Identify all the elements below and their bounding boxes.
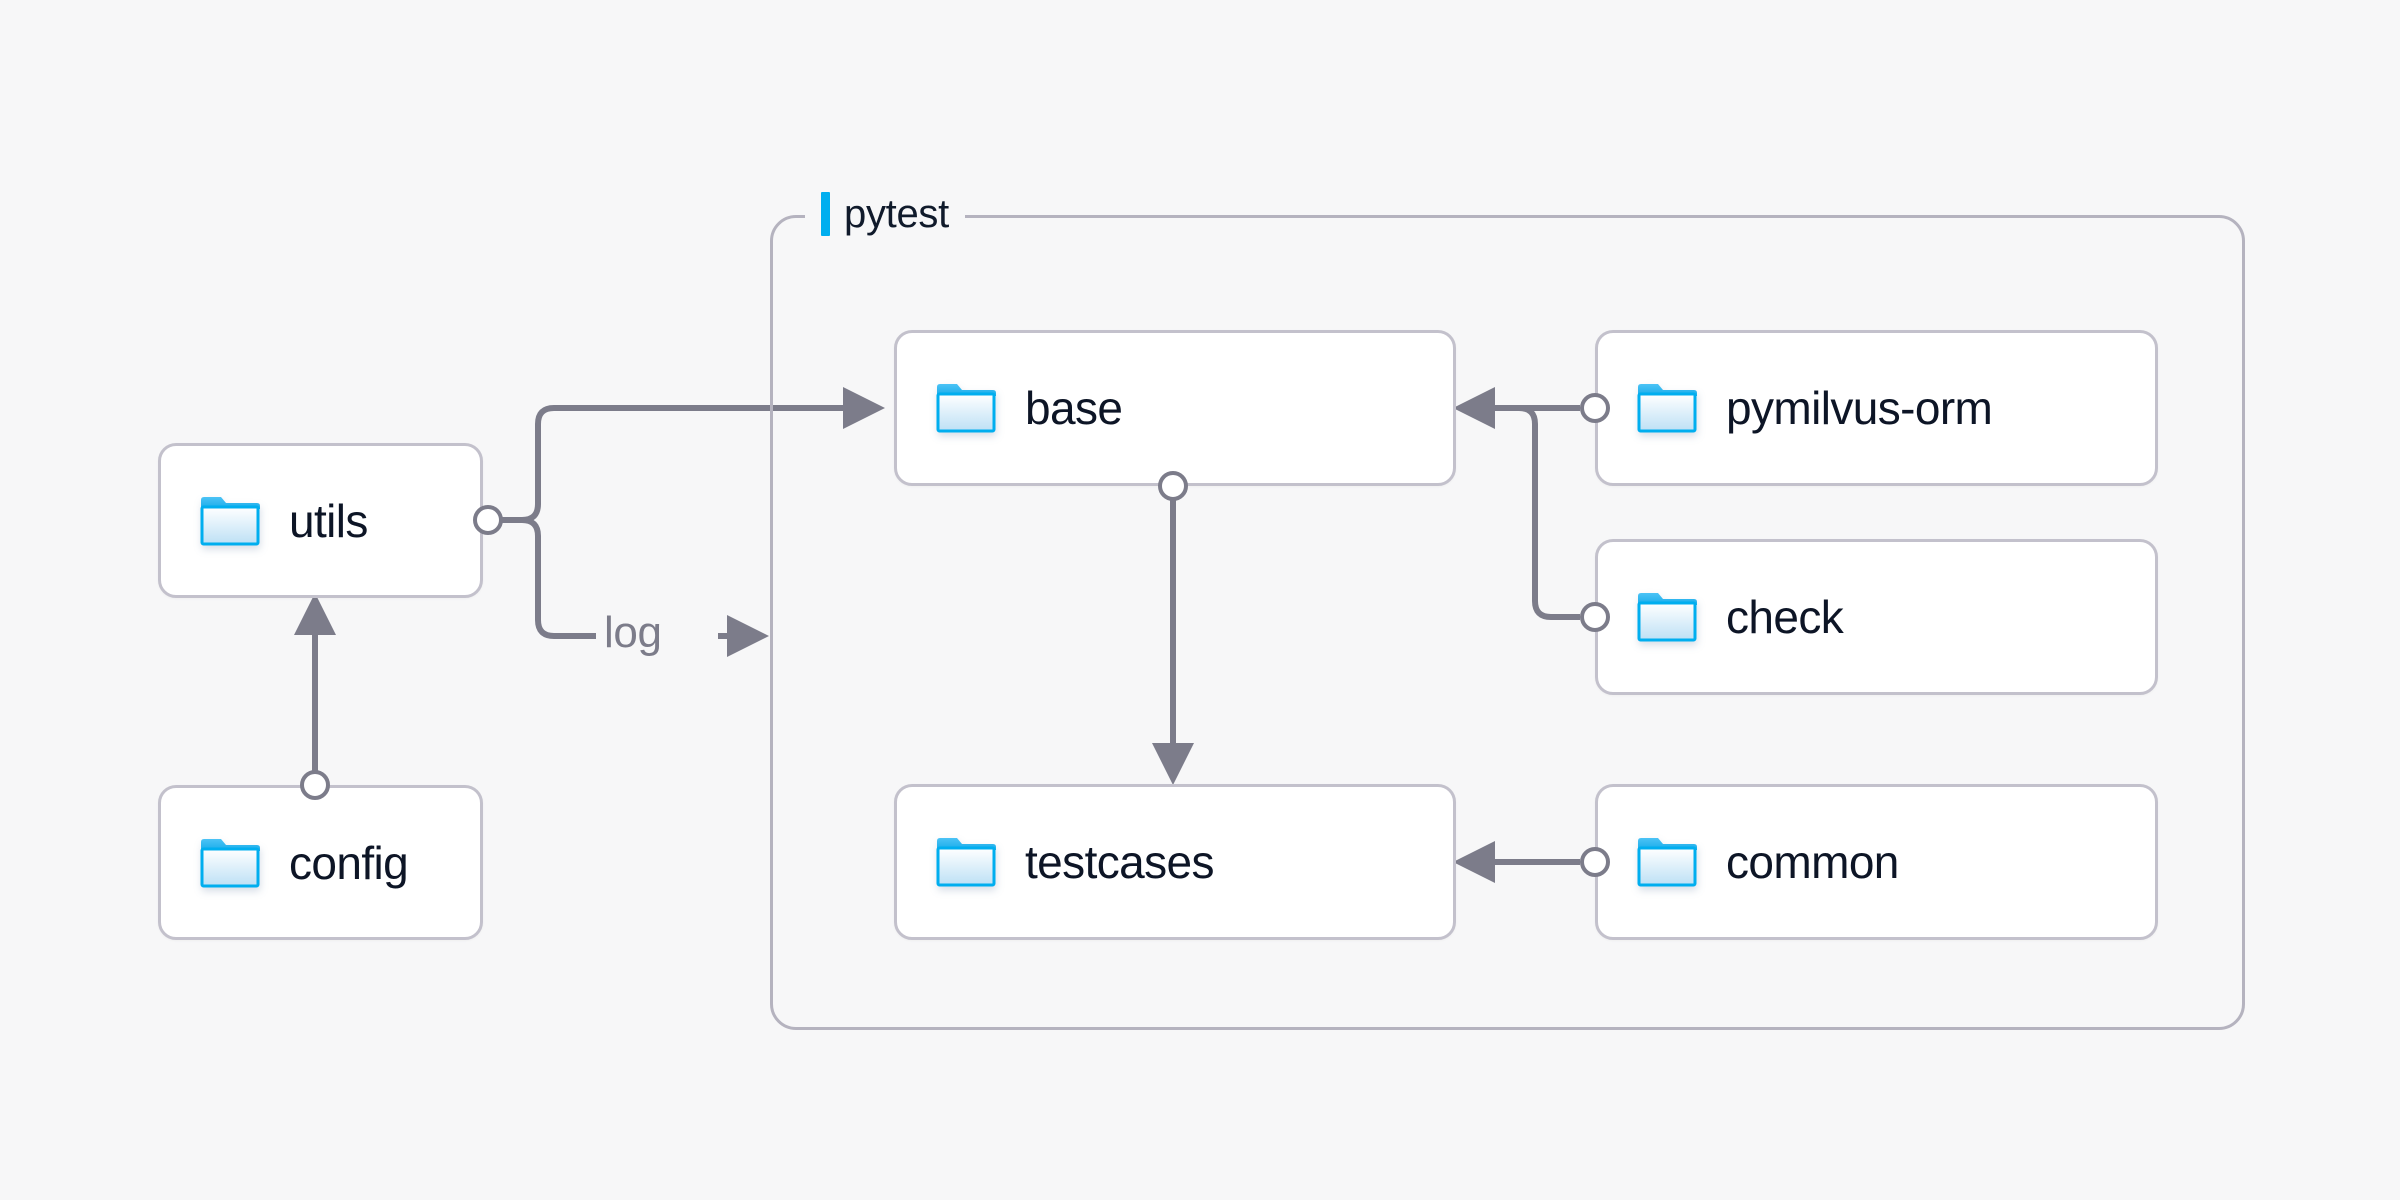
node-label: testcases bbox=[1025, 836, 1215, 888]
node-config[interactable]: config bbox=[158, 785, 483, 940]
folder-icon bbox=[935, 836, 997, 888]
group-pytest-label: pytest bbox=[805, 186, 965, 242]
edge-label-log: log bbox=[604, 608, 662, 657]
node-label: common bbox=[1726, 836, 1899, 888]
node-label: base bbox=[1025, 382, 1123, 434]
node-label: check bbox=[1726, 591, 1844, 643]
node-label: pymilvus-orm bbox=[1726, 382, 1993, 434]
folder-icon bbox=[1636, 836, 1698, 888]
node-utils[interactable]: utils bbox=[158, 443, 483, 598]
port-check-left[interactable] bbox=[1580, 602, 1610, 632]
node-common[interactable]: common bbox=[1595, 784, 2158, 940]
port-config-top[interactable] bbox=[300, 770, 330, 800]
node-pymilvus-orm[interactable]: pymilvus-orm bbox=[1595, 330, 2158, 486]
node-check[interactable]: check bbox=[1595, 539, 2158, 695]
group-title: pytest bbox=[844, 191, 949, 236]
port-common-left[interactable] bbox=[1580, 847, 1610, 877]
port-pymilvus-orm-left[interactable] bbox=[1580, 393, 1610, 423]
folder-icon bbox=[1636, 382, 1698, 434]
port-utils-right[interactable] bbox=[473, 505, 503, 535]
folder-icon bbox=[1636, 591, 1698, 643]
node-label: utils bbox=[289, 494, 368, 547]
node-base[interactable]: base bbox=[894, 330, 1456, 486]
node-label: config bbox=[289, 836, 409, 889]
group-pytest[interactable] bbox=[770, 215, 2245, 1030]
folder-icon bbox=[935, 382, 997, 434]
folder-icon bbox=[199, 495, 261, 547]
node-testcases[interactable]: testcases bbox=[894, 784, 1456, 940]
port-base-bottom[interactable] bbox=[1158, 471, 1188, 501]
group-accent-bar bbox=[821, 192, 830, 236]
folder-icon bbox=[199, 837, 261, 889]
